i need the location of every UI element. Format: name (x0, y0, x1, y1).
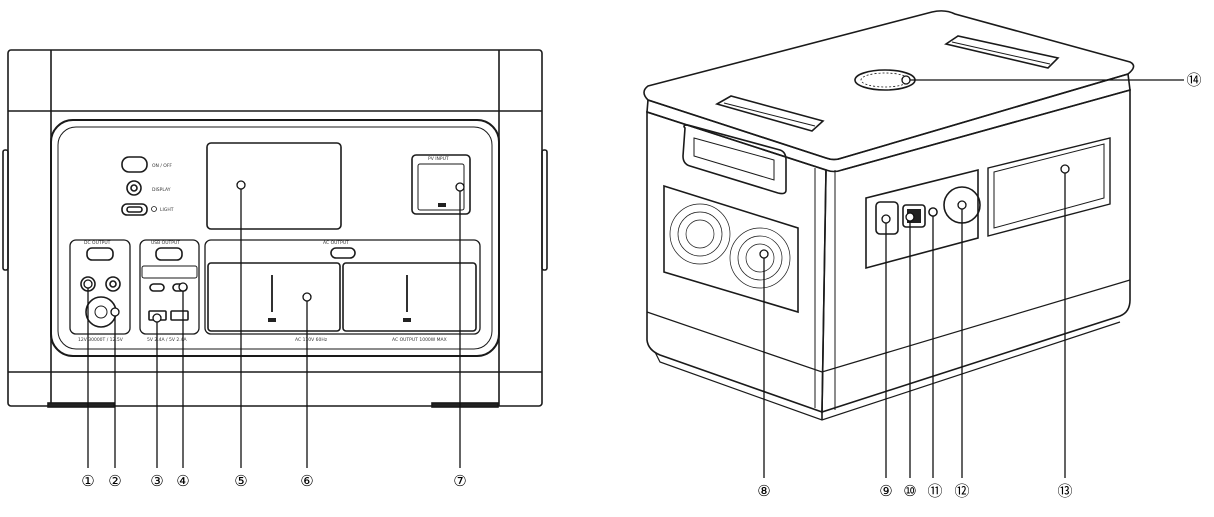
marker-3 (152, 313, 162, 323)
marker-5 (236, 180, 246, 190)
marker-7 (455, 182, 465, 192)
callout-2: ② (108, 472, 121, 490)
left-face (646, 110, 827, 414)
usb-output-panel (139, 239, 200, 335)
dc5521-port-2[interactable] (105, 276, 121, 292)
callout-3: ③ (150, 472, 163, 490)
rear-port-panel (865, 168, 979, 270)
light-button-label: LIGHT (160, 207, 174, 213)
ac-output-button[interactable] (330, 247, 356, 259)
pv-input-label: PV INPUT (428, 156, 449, 162)
dc-output-button[interactable] (86, 247, 114, 261)
callout-11: ⑪ (927, 482, 942, 500)
switch-port[interactable] (902, 204, 926, 228)
marker-8 (759, 249, 769, 259)
side-view (643, 10, 1184, 478)
lid-top (643, 10, 1135, 161)
marker-14 (901, 75, 911, 85)
dc-output-panel (69, 239, 131, 335)
usb-rating: 5V 2.4A / 5V 2.4A (147, 337, 188, 343)
marker-12 (957, 200, 967, 210)
marker-6 (302, 292, 312, 302)
top-handle-rear (944, 35, 1060, 69)
dc-output-label: DC OUTPUT (84, 240, 111, 246)
ac-outlet-2[interactable] (342, 262, 477, 332)
ac-output-panel (204, 239, 481, 335)
callout-5: ⑤ (234, 472, 247, 490)
callout-4: ④ (176, 472, 189, 490)
usb-output-button[interactable] (155, 247, 183, 261)
callout-7: ⑦ (453, 472, 466, 490)
marker-2 (110, 307, 120, 317)
power-button-label: ON / OFF (152, 163, 172, 169)
ac-input-port[interactable] (875, 201, 899, 235)
callout-12: ⑫ (954, 482, 969, 500)
usb-output-label: USB OUTPUT (151, 240, 180, 246)
front-panel (50, 119, 500, 357)
light-button[interactable] (121, 203, 148, 216)
rear-display-panel (987, 137, 1111, 237)
side-handle (682, 124, 787, 195)
ac-rating: AC 110V 60Hz (295, 337, 328, 343)
display-button-label: DISPLAY (152, 187, 171, 193)
callout-8: ⑧ (757, 482, 770, 500)
marker-13 (1060, 164, 1070, 174)
ac-output-label: AC OUTPUT (323, 240, 349, 246)
right-face (821, 88, 1131, 414)
ac-rating-2: AC OUTPUT 1000W MAX (392, 337, 447, 343)
callout-13: ⑬ (1057, 482, 1072, 500)
marker-11 (928, 207, 938, 217)
power-button[interactable] (121, 156, 148, 173)
marker-10 (905, 212, 915, 222)
usb-a-port-2[interactable] (170, 310, 189, 321)
marker-4 (178, 282, 188, 292)
foot-right (431, 402, 499, 408)
dc-rating: 12V 30000T / 12.5V (78, 337, 124, 343)
callout-14: ⑭ (1186, 71, 1201, 89)
marker-9 (881, 214, 891, 224)
display-button[interactable] (126, 180, 142, 196)
front-view: ON / OFF DISPLAY LIGHT PV INPUT DC OUTPU… (2, 49, 548, 468)
side-vent (663, 184, 799, 314)
callout-9: ⑨ (879, 482, 892, 500)
callout-1: ① (81, 472, 94, 490)
lcd-screen (206, 142, 342, 230)
pv-input-port[interactable] (411, 154, 471, 215)
ac-outlet-1[interactable] (207, 262, 341, 332)
callout-6: ⑥ (300, 472, 313, 490)
top-handle-front (714, 95, 825, 132)
usb-c-port-1[interactable] (149, 283, 165, 292)
marker-1 (83, 279, 93, 289)
callout-10: ⑩ (903, 482, 916, 500)
foot-left (47, 402, 115, 408)
